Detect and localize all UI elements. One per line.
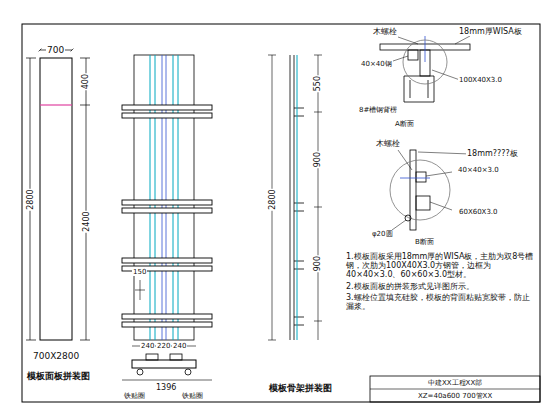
- dimension: 1396: [155, 383, 177, 392]
- part-label: 40×40×3.0: [457, 166, 500, 174]
- part-label: 8#槽钢背楞: [358, 106, 398, 114]
- title-block-text: 中建XX工程XX部: [427, 379, 483, 387]
- part-label: 铁贴圈: [123, 392, 146, 400]
- note-text: 1.模板面板采用18mm厚的WISA板，主肋为双8号槽钢，次肋为100X40X3…: [345, 252, 537, 280]
- part-label: φ20圆: [371, 230, 394, 238]
- part-label: 40×40钢: [360, 60, 393, 68]
- dimension: 550: [313, 75, 322, 92]
- dimension: 240: [140, 342, 155, 350]
- drawing-title: 模板骨架拼装图: [268, 383, 333, 393]
- part-label: 18mm厚WISA板: [458, 27, 523, 36]
- part-label: 木螺栓: [372, 27, 398, 36]
- section-label: B断面: [414, 238, 435, 246]
- dimension: 2400: [82, 210, 91, 232]
- part-label: 木螺栓: [375, 139, 401, 148]
- drawing-title: 模板面板拼装图: [26, 371, 91, 381]
- dimension: 700: [46, 45, 65, 55]
- part-label: 18mm????板: [466, 149, 519, 158]
- note-text: 3.螺栓位置填充硅胶，模板的背面粘贴宽胶带，防止漏浆。: [345, 293, 537, 311]
- dimension: 400: [81, 73, 90, 90]
- part-label: 铁贴圈: [181, 392, 204, 400]
- dimension: 150: [132, 268, 147, 276]
- dimension: 2800: [268, 188, 277, 210]
- note-text: 2.模板面板的拼装形式见详图所示。: [345, 282, 537, 291]
- dimension: 220: [156, 342, 171, 350]
- dimension: 240: [172, 342, 187, 350]
- dimension: 900: [313, 255, 322, 272]
- part-label: 60X60X3.0: [458, 208, 499, 216]
- dimension: 900: [313, 151, 322, 168]
- dimension: 2800: [26, 188, 35, 210]
- title-block-text: XZ=40a600 700管XX: [417, 392, 493, 400]
- section-label: A断面: [394, 120, 415, 128]
- panel-size: 700X2800: [32, 351, 80, 361]
- part-label: 100X40X3.0: [458, 76, 503, 84]
